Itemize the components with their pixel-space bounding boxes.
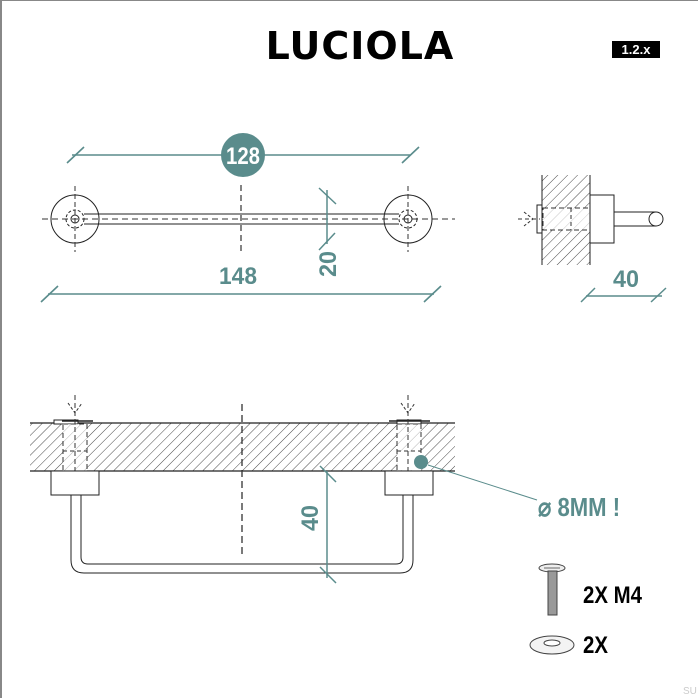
height-label: 20 — [315, 251, 342, 277]
projection-label: 40 — [297, 505, 324, 531]
top-view: 128 20 148 — [40, 133, 455, 303]
version-badge: 1.2.x — [612, 41, 660, 58]
side-view: 40 — [518, 175, 667, 303]
overall-length-label: 148 — [219, 263, 257, 290]
section-view: 40 — [30, 395, 538, 584]
hole-spacing-label: 128 — [226, 143, 260, 170]
screw-quantity-label: 2X M4 — [583, 582, 642, 609]
hole-spacing-badge — [221, 133, 265, 177]
signature: SU — [683, 686, 697, 697]
depth-label: 40 — [613, 266, 639, 293]
drill-diameter-text: 8MM ! — [557, 492, 621, 522]
drill-hole-marker — [414, 455, 428, 469]
screw-icon — [538, 563, 566, 616]
product-title: LUCIOLA — [265, 24, 455, 68]
washer-quantity-label: 2X — [583, 632, 608, 659]
drill-diameter-note: ⌀ 8MM ! — [538, 492, 620, 523]
diameter-symbol-icon: ⌀ — [538, 492, 552, 522]
washer-icon — [529, 635, 575, 655]
